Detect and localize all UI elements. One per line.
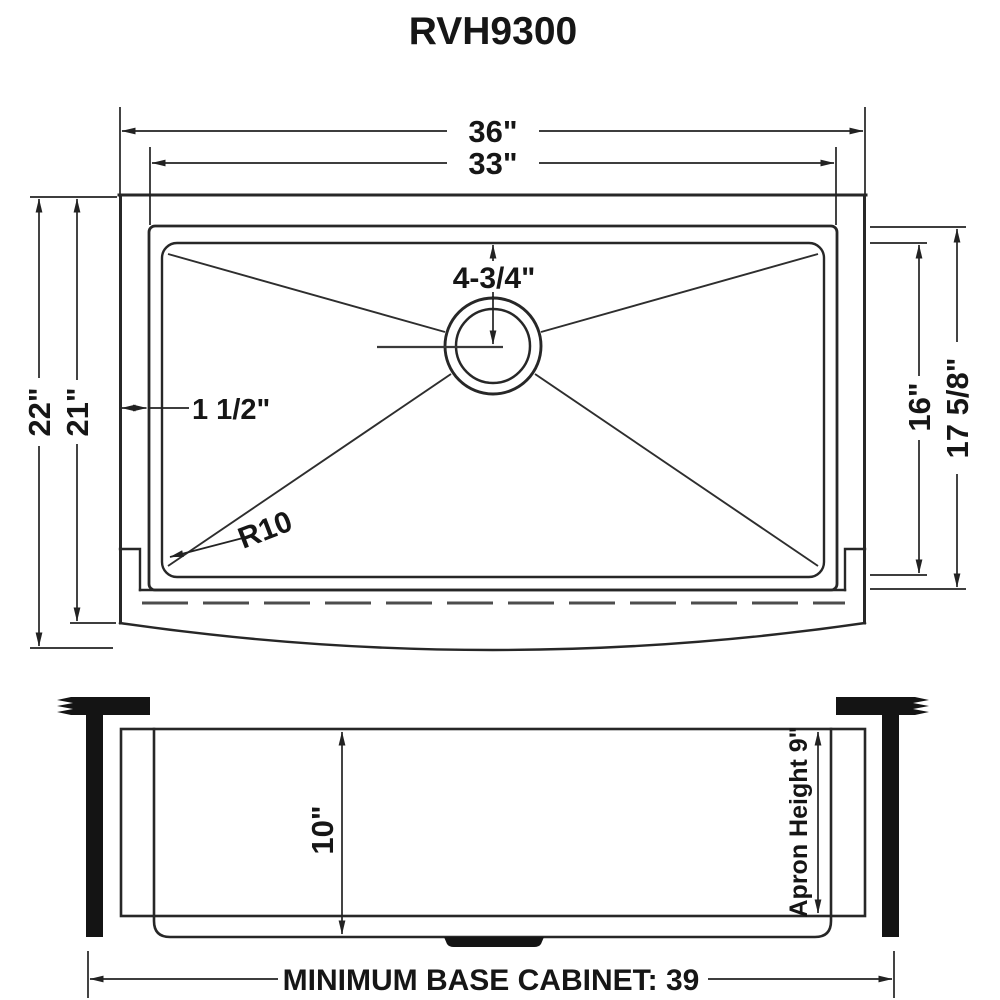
dim-apron-height-label: Apron Height 9" (785, 726, 813, 917)
drain-fitting (444, 937, 544, 947)
page-title: RVH9300 (409, 10, 577, 53)
dim-rim-width: 1 1/2" (121, 394, 270, 426)
cabinet-side-left (86, 715, 103, 937)
outer-rim-outline (117, 193, 868, 625)
rim-step-right (843, 547, 867, 592)
dim-base-cabinet-label: MINIMUM BASE CABINET: 39 (283, 964, 700, 997)
cabinet-side-right (882, 715, 899, 937)
radius-callout-r10: R10 (169, 505, 297, 558)
bowl-crease-lines (167, 253, 819, 567)
dim-bowl-height: 10" (305, 731, 346, 935)
countertop-break-right (836, 697, 929, 715)
dim-rim-width-label: 1 1/2" (192, 394, 270, 426)
dim-overall-depth: 22" (22, 196, 117, 649)
apron-panel-outline (119, 727, 867, 918)
dim-bowl-depth-label: 17 5/8" (940, 358, 975, 459)
dim-bowl-depth: 17 5/8" (870, 226, 975, 590)
dim-overall-width-label: 36" (468, 114, 517, 149)
dim-rim-depth-label: 21" (60, 387, 95, 436)
dim-bowl-bottom-depth-label: 16" (902, 382, 937, 431)
dim-drain-setback-label: 4-3/4" (453, 262, 536, 295)
dim-bowl-width: 33" (149, 146, 837, 225)
dim-overall-width: 36" (119, 107, 866, 194)
dim-bowl-width-label: 33" (468, 146, 517, 181)
dim-bowl-height-label: 10" (305, 805, 340, 854)
dim-rim-depth: 21" (60, 198, 116, 624)
apron-front-curve (118, 621, 867, 652)
dim-overall-depth-label: 22" (22, 387, 57, 436)
dim-drain-setback: 4-3/4" (445, 244, 543, 345)
dim-apron-height: Apron Height 9" (785, 726, 822, 918)
countertop-break-left (57, 697, 150, 715)
rim-step-left (118, 547, 142, 592)
top-view: 36" 33" 22" 21" 16" (22, 107, 975, 652)
bowl-section-outline (152, 727, 833, 939)
front-view: 10" Apron Height 9" MINIMUM BASE CABINET… (57, 697, 929, 998)
radius-callout-label: R10 (234, 505, 297, 556)
dim-bowl-bottom-depth: 16" (870, 242, 937, 576)
dim-base-cabinet: MINIMUM BASE CABINET: 39 (87, 951, 895, 998)
bowl-bottom-outline (160, 241, 826, 579)
